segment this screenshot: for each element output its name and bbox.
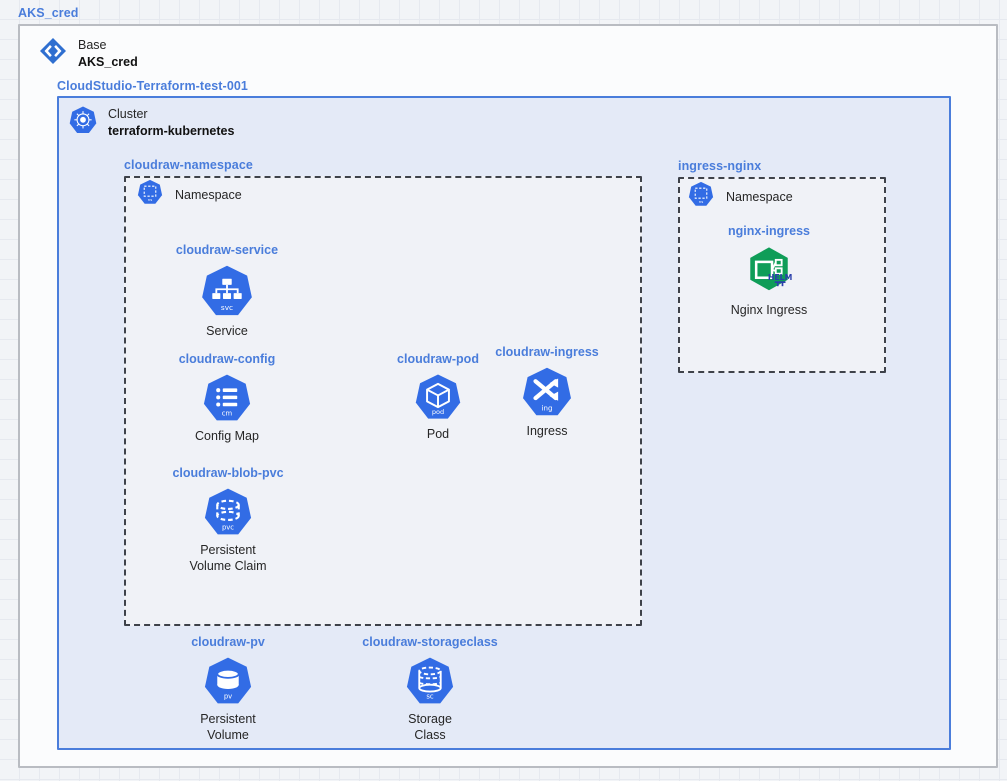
node-pod-caption: Pod [426, 427, 450, 441]
node-nginx-ingress-caption: Nginx Ingress [730, 303, 808, 317]
persistent-volume-claim-icon: pvc [158, 486, 298, 538]
base-group-label: AKS_cred [18, 6, 79, 20]
namespace-icon: ns [136, 178, 164, 211]
storage-class-icon: sc [360, 655, 500, 707]
node-pv-caption: Persistent Volume [200, 712, 256, 742]
node-persistent-volume[interactable]: cloudraw-pv pv Persistent Volume [158, 635, 298, 743]
node-storage-class-tag: cloudraw-storageclass [362, 635, 498, 649]
node-service-caption: Service [206, 324, 248, 338]
pod-icon: pod [368, 372, 508, 422]
svg-text:sc: sc [426, 693, 434, 701]
svg-text:ns: ns [148, 197, 152, 202]
base-header[interactable]: Base AKS_cred [38, 36, 138, 71]
kubernetes-icon [68, 105, 98, 140]
namespace-icon: ns [687, 180, 715, 213]
namespace-ingress-nginx-header-type: Namespace [726, 189, 793, 204]
node-config-map-caption: Config Map [195, 429, 259, 443]
cloudstudio-base-icon [38, 36, 68, 71]
cluster-header-type: Cluster [108, 107, 148, 121]
node-ingress-caption: Ingress [526, 424, 568, 438]
node-ingress-tag: cloudraw-ingress [495, 345, 599, 359]
svg-text:svc: svc [221, 303, 233, 312]
node-pod-tag: cloudraw-pod [397, 352, 479, 366]
helm-icon: HELM [699, 244, 839, 298]
node-config-map[interactable]: cloudraw-config cm Config Map [157, 352, 297, 445]
node-nginx-ingress[interactable]: nginx-ingress HELM Nginx Ingress [699, 224, 839, 319]
node-storage-class[interactable]: cloudraw-storageclass sc Storage Class [360, 635, 500, 743]
node-ingress[interactable]: cloudraw-ingress ing Ingress [477, 345, 617, 440]
svg-text:cm: cm [222, 410, 233, 418]
node-nginx-ingress-tag: nginx-ingress [728, 224, 810, 238]
config-map-icon: cm [157, 372, 297, 424]
namespace-cloudraw-header[interactable]: ns Namespace [136, 178, 242, 211]
node-service-tag: cloudraw-service [175, 243, 279, 257]
service-icon: svc [157, 263, 297, 319]
namespace-cloudraw-group-label: cloudraw-namespace [124, 158, 253, 172]
ingress-icon: ing [477, 365, 617, 419]
node-pod[interactable]: cloudraw-pod pod Pod [368, 352, 508, 443]
node-service[interactable]: cloudraw-service svc Service [157, 243, 297, 340]
namespace-ingress-nginx-group-label: ingress-nginx [678, 159, 762, 173]
node-config-map-tag: cloudraw-config [178, 352, 276, 366]
cluster-header-name: terraform-kubernetes [108, 123, 235, 138]
namespace-ingress-nginx-header[interactable]: ns Namespace [687, 180, 793, 213]
svg-text:ing: ing [542, 403, 553, 412]
node-pv-tag: cloudraw-pv [191, 635, 265, 649]
svg-text:ns: ns [699, 199, 703, 204]
node-persistent-volume-claim[interactable]: cloudraw-blob-pvc pvc Persistent Volume … [158, 466, 298, 574]
base-header-name: AKS_cred [78, 54, 138, 69]
svg-text:HELM: HELM [768, 273, 792, 282]
svg-text:pod: pod [432, 408, 444, 416]
node-pvc-tag: cloudraw-blob-pvc [172, 466, 284, 480]
namespace-cloudraw-header-type: Namespace [175, 187, 242, 202]
persistent-volume-icon: pv [158, 655, 298, 707]
base-header-type: Base [78, 38, 107, 52]
node-pvc-caption: Persistent Volume Claim [189, 543, 267, 573]
svg-text:pv: pv [224, 693, 232, 701]
svg-text:pvc: pvc [222, 524, 234, 532]
cluster-header[interactable]: Cluster terraform-kubernetes [68, 105, 234, 140]
cluster-group-label: CloudStudio-Terraform-test-001 [57, 79, 248, 93]
node-storage-class-caption: Storage Class [408, 712, 452, 742]
